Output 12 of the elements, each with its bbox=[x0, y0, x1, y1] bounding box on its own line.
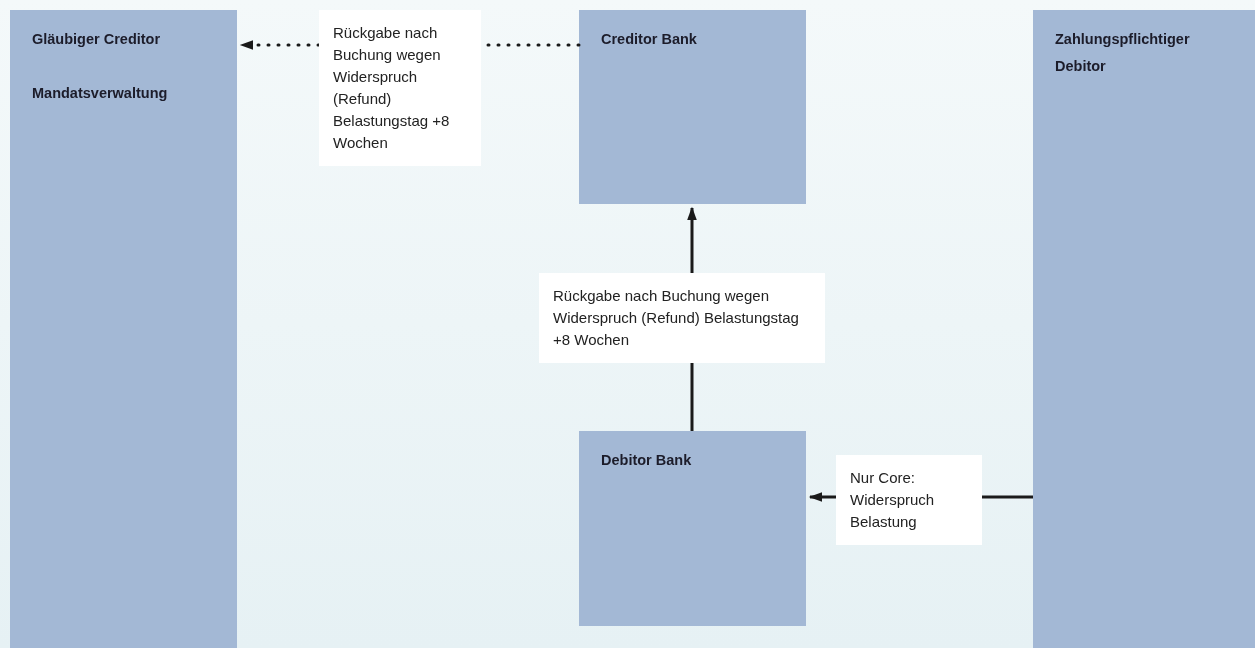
process-box bbox=[579, 431, 806, 626]
box-title: Zahlungspflichtiger Debitor bbox=[1055, 30, 1191, 76]
process-box bbox=[1033, 10, 1255, 648]
process-box bbox=[10, 10, 237, 648]
box-title: Gläubiger Creditor bbox=[32, 30, 162, 49]
box-title: Creditor Bank bbox=[601, 30, 698, 49]
process-box bbox=[579, 10, 806, 204]
edge-label: Rückgabe nach Buchung wegen Widerspruch (Refund) Belastungstag +8 Wochen bbox=[319, 10, 481, 166]
box-title: Mandatsverwaltung bbox=[32, 84, 169, 103]
edge-label: Nur Core: Widerspruch Belastung bbox=[836, 455, 982, 545]
edge-label: Rückgabe nach Buchung wegen Widerspruch (Refund) Belastungstag +8 Wochen bbox=[539, 273, 825, 363]
box-title: Debitor Bank bbox=[601, 451, 693, 470]
